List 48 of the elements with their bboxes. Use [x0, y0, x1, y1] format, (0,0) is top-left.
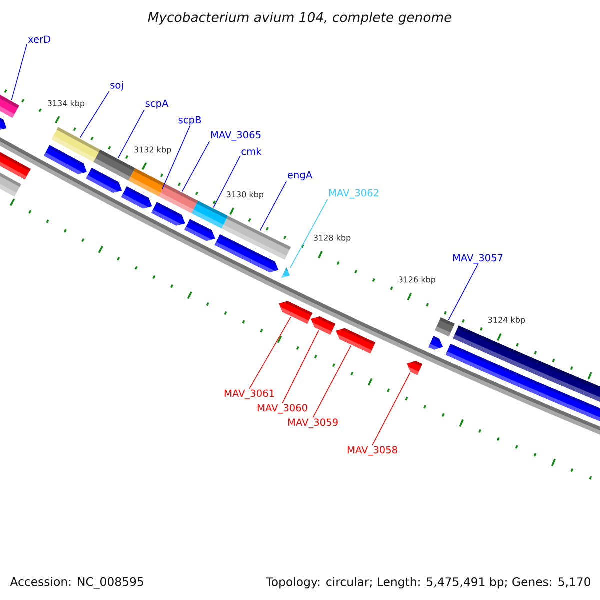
gene-label: MAV_3058	[348, 446, 398, 456]
leader-line	[249, 316, 292, 390]
gene-label: MAV_3057	[453, 254, 503, 264]
gene-label: MAV_3060	[258, 404, 308, 414]
position-label: 3134 kbp	[48, 100, 85, 108]
leader-line	[162, 126, 190, 190]
position-label: 3128 kbp	[314, 234, 351, 242]
leader-line	[80, 91, 110, 138]
gene-triangle	[281, 267, 290, 278]
gene-bar	[52, 127, 100, 162]
leader-line	[118, 109, 145, 159]
position-label: 3126 kbp	[398, 276, 436, 284]
gene-label: MAV_3061	[224, 390, 274, 400]
gene-bar	[94, 150, 136, 181]
gene-bar	[0, 94, 20, 118]
position-label: 3132 kbp	[134, 146, 172, 154]
gene-label: soj	[110, 81, 123, 91]
accession-text: Accession: NC_008595	[10, 577, 144, 589]
leader-line	[260, 180, 288, 232]
gene-label: MAV_3065	[211, 131, 261, 141]
title: Mycobacterium avium 104, complete genome	[148, 12, 452, 25]
gene-block	[279, 301, 313, 324]
gene-bar	[158, 184, 198, 214]
gene-bar	[222, 216, 292, 260]
gene-label: xerD	[28, 36, 50, 44]
gene-block	[407, 361, 422, 376]
leader-line	[448, 264, 478, 320]
genome-summary-text: Topology: circular; Length: 5,475,491 bp; Genes: 5,170	[266, 577, 591, 589]
gene-label: scpA	[146, 100, 169, 110]
gene-block	[336, 328, 376, 354]
gene-label: scpB	[178, 116, 202, 126]
gene-label: MAV_3059	[288, 418, 338, 428]
gene-bar	[192, 200, 228, 229]
position-label: 3124 kbp	[488, 316, 526, 325]
gene-bar	[435, 318, 455, 337]
leader-line	[11, 44, 28, 101]
gene-block	[311, 316, 336, 335]
leader-line	[312, 345, 352, 418]
gene-label: engA	[288, 171, 312, 181]
gene-label: cmk	[242, 148, 262, 156]
leader-line	[213, 156, 241, 208]
leader-line	[182, 141, 210, 192]
leader-line	[282, 330, 320, 404]
leader-line	[372, 372, 411, 446]
gene-bar	[128, 168, 166, 196]
position-label: 3130 kbp	[226, 191, 264, 200]
gene-label: MAV_3062	[329, 189, 379, 199]
leader-line	[290, 199, 328, 268]
